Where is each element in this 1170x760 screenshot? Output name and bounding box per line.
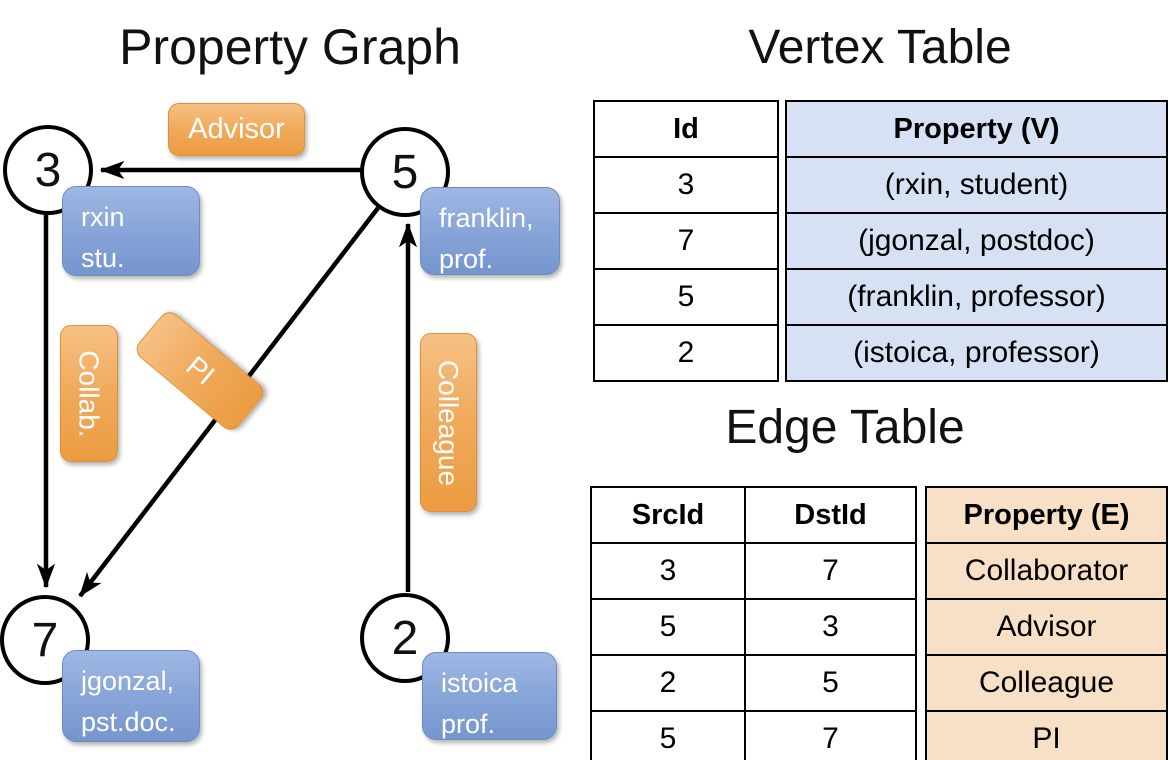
- edge-label-text: Collab.: [74, 349, 106, 438]
- table-row: Id: [593, 100, 779, 158]
- edge-label-advisor: Advisor: [168, 103, 305, 156]
- edge-label-colleague: Colleague: [420, 333, 477, 512]
- table-row: (istoica, professor): [785, 324, 1168, 382]
- edge-srcid-header: SrcId: [590, 486, 746, 544]
- table-row: 3 7: [590, 542, 917, 600]
- vertex-id-header: Id: [593, 100, 779, 158]
- edge-table-title: Edge Table: [725, 401, 965, 454]
- vertex-id-cell: 5: [593, 268, 779, 326]
- table-row: Colleague: [925, 654, 1168, 712]
- edge-property-header: Property (E): [925, 486, 1168, 544]
- edge-dstid-cell: 7: [744, 542, 917, 600]
- table-row: 5 3: [590, 598, 917, 656]
- edge-label-collab: Collab.: [60, 325, 118, 462]
- table-row: Collaborator: [925, 542, 1168, 600]
- vertex-label-line: pst.doc.: [81, 707, 176, 738]
- vertex-label-istoica: istoica prof.: [422, 652, 557, 740]
- node-2-circle: 2: [360, 593, 450, 683]
- vertex-label-line: franklin,: [439, 203, 534, 233]
- vertex-label-line: prof.: [441, 709, 496, 740]
- edge-dstid-cell: 5: [744, 654, 917, 712]
- edge-srcid-cell: 2: [590, 654, 746, 712]
- vertex-id-cell: 2: [593, 324, 779, 382]
- table-row: 2 5: [590, 654, 917, 712]
- table-row: (jgonzal, postdoc): [785, 212, 1168, 270]
- vertex-label-franklin: franklin, prof.: [420, 187, 560, 275]
- table-row: Property (E): [925, 486, 1168, 544]
- node-5-circle: 5: [360, 127, 450, 217]
- edge-table-id-columns: SrcId DstId 3 7 5 3 2 5 5 7: [590, 486, 917, 760]
- vertex-property-cell: (rxin, student): [785, 156, 1168, 214]
- edge-srcid-cell: 5: [590, 710, 746, 760]
- vertex-label-line: istoica: [441, 668, 518, 698]
- vertex-id-cell: 3: [593, 156, 779, 214]
- vertex-label-line: prof.: [439, 244, 494, 275]
- table-row: PI: [925, 710, 1168, 760]
- table-row: 7: [593, 212, 779, 270]
- edge-srcid-cell: 5: [590, 598, 746, 656]
- vertex-table-title: Vertex Table: [748, 21, 1012, 74]
- table-row: 5 7: [590, 710, 917, 760]
- table-row: (rxin, student): [785, 156, 1168, 214]
- edge-property-cell: Advisor: [925, 598, 1168, 656]
- table-row: 3: [593, 156, 779, 214]
- vertex-label-line: rxin: [81, 202, 125, 232]
- table-row: (franklin, professor): [785, 268, 1168, 326]
- vertex-id-cell: 7: [593, 212, 779, 270]
- edge-label-text: PI: [180, 350, 221, 391]
- property-graph-title: Property Graph: [119, 19, 461, 75]
- edge-property-cell: Collaborator: [925, 542, 1168, 600]
- vertex-table-property-column: Property (V) (rxin, student) (jgonzal, p…: [785, 100, 1168, 382]
- edge-dstid-cell: 7: [744, 710, 917, 760]
- edge-table-property-column: Property (E) Collaborator Advisor Collea…: [925, 486, 1168, 760]
- table-row: Property (V): [785, 100, 1168, 158]
- edge-dstid-header: DstId: [744, 486, 917, 544]
- vertex-property-cell: (franklin, professor): [785, 268, 1168, 326]
- vertex-label-line: jgonzal,: [81, 666, 175, 696]
- vertex-table-id-column: Id 3 7 5 2: [593, 100, 779, 382]
- vertex-property-header: Property (V): [785, 100, 1168, 158]
- edge-label-text: Advisor: [188, 113, 285, 145]
- edge-dstid-cell: 3: [744, 598, 917, 656]
- node-5-id: 5: [391, 145, 419, 199]
- edge-property-cell: PI: [925, 710, 1168, 760]
- table-row: Advisor: [925, 598, 1168, 656]
- vertex-property-cell: (jgonzal, postdoc): [785, 212, 1168, 270]
- node-3-id: 3: [34, 143, 62, 197]
- edge-srcid-cell: 3: [590, 542, 746, 600]
- edge-label-text: Colleague: [433, 359, 465, 486]
- table-row: 5: [593, 268, 779, 326]
- vertex-label-line: stu.: [81, 243, 125, 274]
- vertex-property-cell: (istoica, professor): [785, 324, 1168, 382]
- vertex-label-jgonzal: jgonzal, pst.doc.: [62, 650, 200, 742]
- node-7-id: 7: [31, 613, 59, 667]
- table-row: SrcId DstId: [590, 486, 917, 544]
- edge-property-cell: Colleague: [925, 654, 1168, 712]
- table-row: 2: [593, 324, 779, 382]
- node-2-id: 2: [391, 611, 419, 665]
- vertex-label-rxin: rxin stu.: [62, 186, 200, 276]
